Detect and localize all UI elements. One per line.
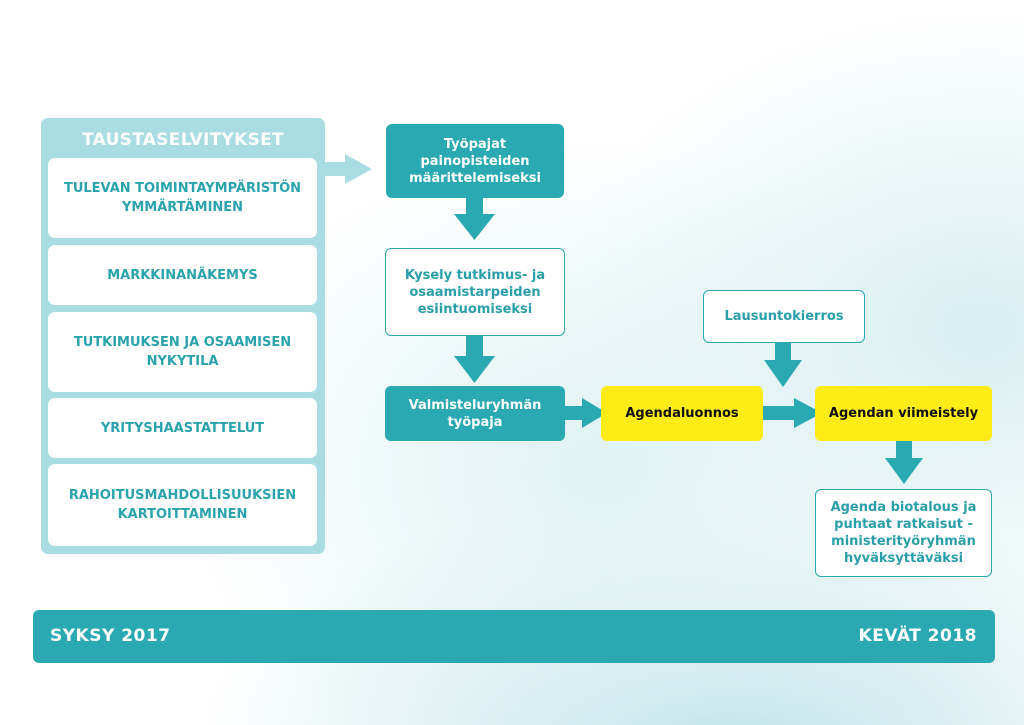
arrow-down-to-survey bbox=[454, 198, 495, 240]
draft-node: Agendaluonnos bbox=[601, 386, 763, 441]
timeline-bar: SYKSY 2017 KEVÄT 2018 bbox=[33, 610, 995, 663]
approval-node: Agenda biotalous ja puhtaat ratkaisut -m… bbox=[815, 489, 992, 577]
timeline-start-label: SYKSY 2017 bbox=[50, 626, 171, 646]
background-item-operating-environment: TULEVAN TOIMINTAYMPÄRISTÖN YMMÄRTÄMINEN bbox=[48, 158, 317, 238]
arrow-right-to-workshops bbox=[325, 154, 372, 184]
background-item-company-interviews: YRITYSHAASTATTELUT bbox=[48, 398, 317, 458]
background-item-funding-mapping: RAHOITUSMAHDOLLISUUKSIEN KARTOITTAMINEN bbox=[48, 464, 317, 546]
background-item-research-status: TUTKIMUKSEN JA OSAAMISEN NYKYTILA bbox=[48, 312, 317, 392]
survey-node: Kysely tutkimus- ja osaamistarpeiden esi… bbox=[385, 248, 565, 336]
comment-round-node: Lausuntokierros bbox=[703, 290, 865, 343]
background-studies-title: TAUSTASELVITYKSET bbox=[82, 130, 284, 150]
arrow-right-to-finalization bbox=[763, 398, 822, 428]
arrow-down-to-prep-workshop bbox=[454, 336, 495, 383]
arrow-down-to-approval bbox=[885, 441, 923, 484]
arrow-right-to-draft bbox=[564, 398, 607, 428]
prep-workshop-node: Valmisteluryhmän työpaja bbox=[385, 386, 565, 441]
workshops-node: Työpajat painopisteiden määrittelemiseks… bbox=[386, 124, 564, 198]
arrow-down-from-comment-round bbox=[764, 343, 802, 387]
timeline-end-label: KEVÄT 2018 bbox=[858, 626, 977, 646]
background-item-market-view: MARKKINANÄKEMYS bbox=[48, 245, 317, 305]
finalization-node: Agendan viimeistely bbox=[815, 386, 992, 441]
